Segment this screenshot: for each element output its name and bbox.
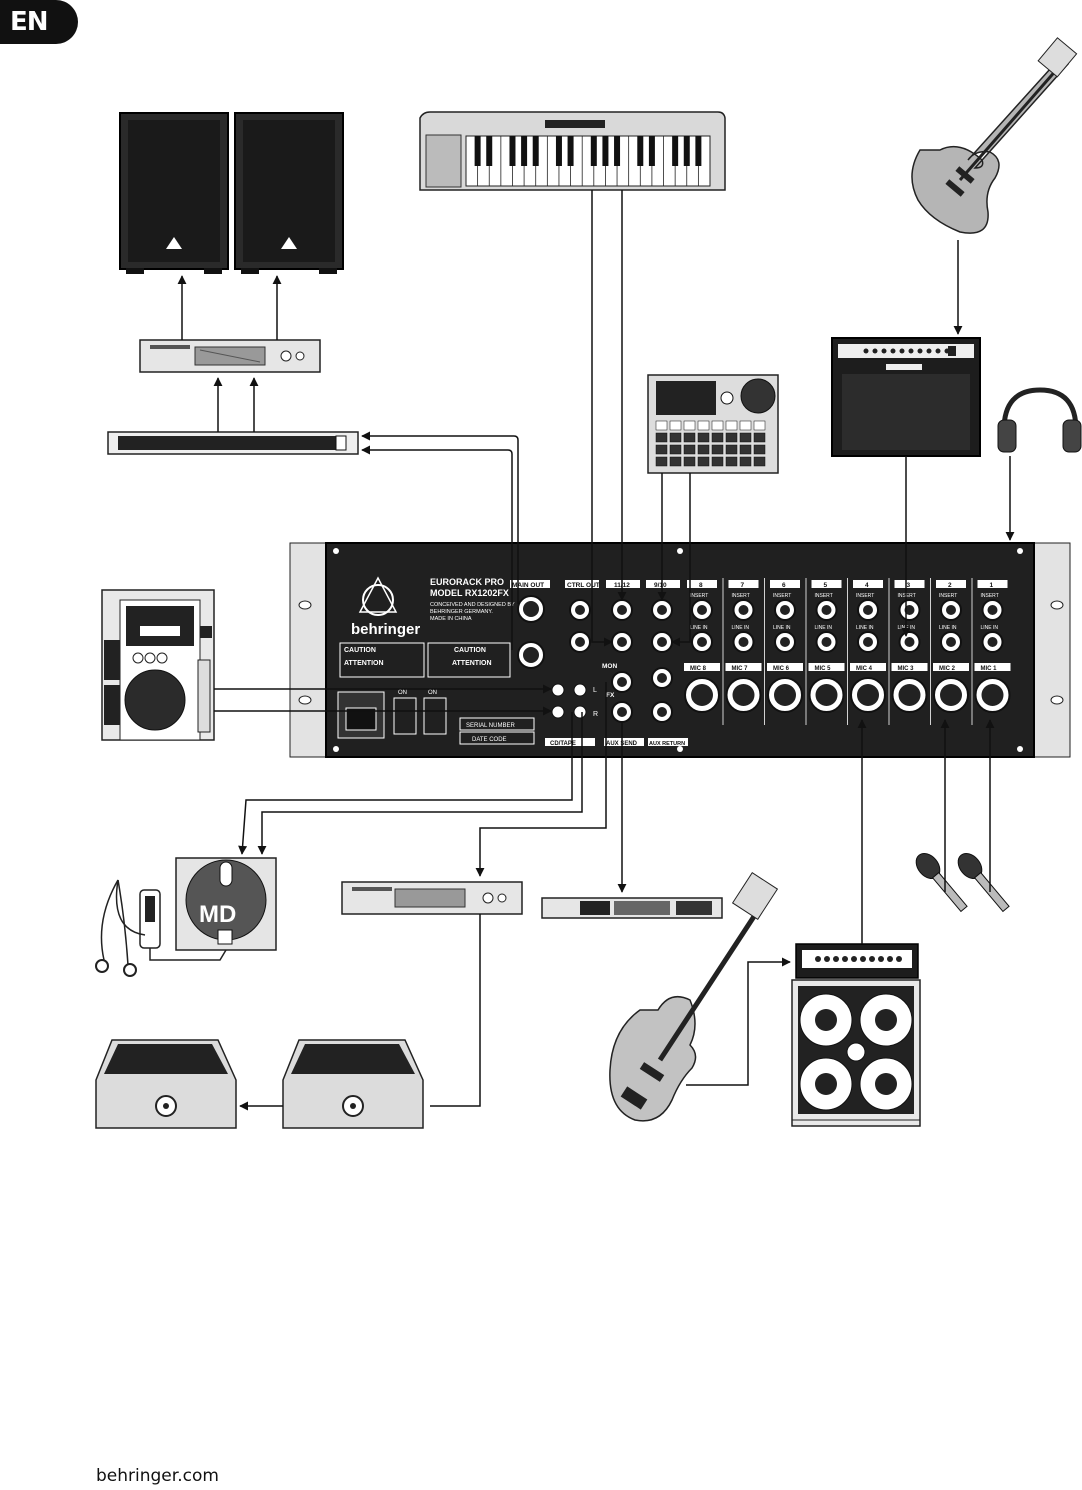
patch-bay — [107, 431, 359, 455]
main-out-connectors — [517, 595, 545, 669]
ctrl-out-label: CTRL OUT — [567, 582, 600, 589]
channel-number-label: 3 — [907, 582, 911, 589]
mixer-note-1: CONCEIVED AND DESIGNED BY — [430, 602, 515, 608]
drum-machine — [647, 374, 779, 474]
channel-number-label: 1 — [990, 582, 994, 589]
on-label-2: ON — [428, 690, 437, 696]
fx-label: FX — [606, 692, 615, 699]
mixer-note-3: MADE IN CHINA — [430, 616, 472, 622]
insert-label: INSERT — [690, 593, 708, 599]
connection-cables — [177, 190, 1015, 1111]
portable-player-with-earphones — [95, 879, 227, 977]
power-amplifier-monitor — [341, 881, 523, 915]
mic-label: MIC 6 — [773, 666, 790, 672]
insert-label: INSERT — [981, 593, 999, 599]
bass-guitar — [609, 872, 779, 1122]
stage-monitor-left — [95, 1039, 237, 1129]
insert-label: INSERT — [939, 593, 957, 599]
insert-label: INSERT — [732, 593, 750, 599]
mic-label: MIC 3 — [898, 666, 915, 672]
date-label: DATE CODE — [472, 737, 507, 743]
midi-keyboard — [419, 111, 726, 191]
aux-return-label: AUX RETURN — [649, 741, 685, 747]
mic-label: MIC 4 — [856, 666, 873, 672]
insert-label: INSERT — [856, 593, 874, 599]
on-label-1: ON — [398, 690, 407, 696]
mic-label: MIC 5 — [815, 666, 832, 672]
power-amplifier-main — [139, 339, 321, 373]
mixer-note-2: BEHRINGER GERMANY. — [430, 609, 493, 615]
line-in-label: LINE IN — [690, 625, 708, 631]
stage-monitor-right — [282, 1039, 424, 1129]
main-out-label: MAIN OUT — [512, 582, 544, 589]
microphones — [915, 852, 1010, 913]
footer-url[interactable]: behringer.com — [96, 1466, 219, 1486]
mon-label: MON — [602, 663, 617, 670]
cd-player — [101, 589, 215, 741]
caution-title-2: CAUTION — [454, 647, 486, 654]
electric-guitar — [911, 37, 1078, 234]
mixer-rx1202fx: behringer EURORACK PRO MODEL RX1202FX CO… — [289, 542, 1071, 758]
mic-label: MIC 8 — [690, 666, 707, 672]
attention-title-2: ATTENTION — [452, 660, 492, 667]
line-in-label: LINE IN — [773, 625, 791, 631]
minidisc-label: MD — [199, 901, 236, 928]
cd-l-label: L — [593, 687, 597, 694]
cd-r-label: R — [593, 711, 598, 718]
mixer-brand: behringer — [351, 621, 420, 638]
channel-number-label: 5 — [824, 582, 828, 589]
channel-number-label: 4 — [865, 582, 869, 589]
cd-tape-label: CD/TAPE — [550, 741, 576, 747]
line-in-label: LINE IN — [939, 625, 957, 631]
line-in-label: LINE IN — [815, 625, 833, 631]
mixer-title-2: MODEL RX1202FX — [430, 588, 509, 598]
channel-number-label: 6 — [782, 582, 786, 589]
channel-number-label: 8 — [699, 582, 703, 589]
line-in-label: LINE IN — [732, 625, 750, 631]
headphones — [997, 387, 1082, 453]
effects-processor — [541, 897, 723, 919]
mic-label: MIC 1 — [981, 666, 998, 672]
rack-screws — [333, 548, 1023, 752]
pa-speaker-left — [119, 112, 229, 274]
channel-number-label: 7 — [741, 582, 745, 589]
attention-title: ATTENTION — [344, 660, 384, 667]
pa-speaker-right — [234, 112, 344, 274]
mic-label: MIC 2 — [939, 666, 956, 672]
mic-label: MIC 7 — [732, 666, 749, 672]
caution-title: CAUTION — [344, 647, 376, 654]
cd-tape-rca — [551, 683, 587, 719]
serial-label: SERIAL NUMBER — [466, 723, 515, 729]
minidisc-recorder: MD — [175, 857, 277, 951]
behringer-logo — [362, 584, 394, 616]
bass-amplifier-stack — [791, 943, 921, 1127]
stereo-jacks — [569, 599, 673, 723]
language-badge: EN — [0, 0, 78, 44]
guitar-combo-amplifier — [831, 337, 981, 457]
ch-9-10-label: 9/10 — [654, 582, 667, 589]
insert-label: INSERT — [773, 593, 791, 599]
mixer-title-1: EURORACK PRO — [430, 577, 504, 587]
line-in-label: LINE IN — [981, 625, 999, 631]
line-in-label: LINE IN — [856, 625, 874, 631]
insert-label: INSERT — [815, 593, 833, 599]
channel-number-label: 2 — [948, 582, 952, 589]
